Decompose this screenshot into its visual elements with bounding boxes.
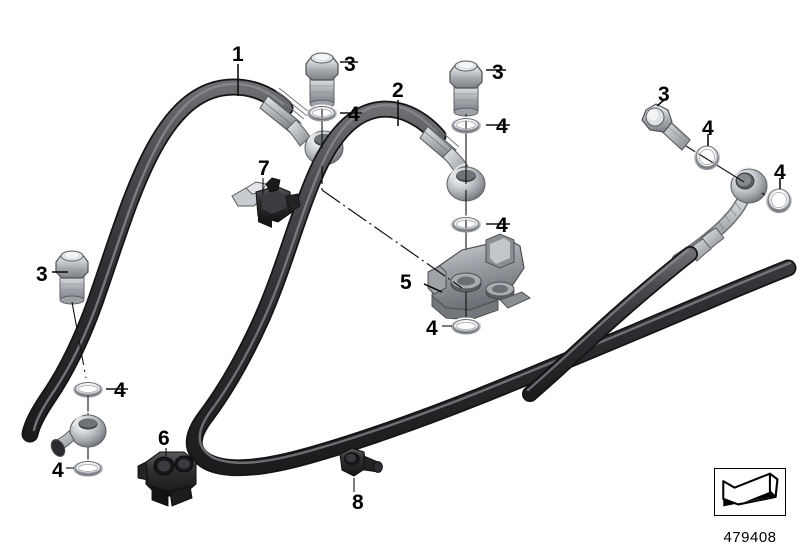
callout-label-5: 5 <box>400 271 412 294</box>
banjo-bolt-c <box>641 103 745 183</box>
callout-label-3a: 3 <box>344 53 356 76</box>
sealing-ring-b <box>451 116 481 134</box>
callout-label-3c: 3 <box>658 83 670 106</box>
callout-label-4b: 4 <box>496 115 508 138</box>
bleeder-grommet <box>339 447 383 492</box>
callout-label-6: 6 <box>158 427 170 450</box>
distributor-bracket <box>427 233 531 321</box>
brake-hose-rear <box>185 100 797 477</box>
callout-label-2: 2 <box>392 79 404 102</box>
orientation-arrow-box <box>714 468 786 516</box>
callout-label-4g: 4 <box>52 459 64 482</box>
sealing-ring-d <box>694 144 720 170</box>
callout-label-4a: 4 <box>348 103 360 126</box>
callout-label-1: 1 <box>232 43 244 66</box>
assembly-dashdot-line <box>321 166 463 289</box>
sealing-ring-e <box>761 187 792 213</box>
banjo-bolt-a <box>305 52 339 148</box>
callout-label-3d: 3 <box>36 263 48 286</box>
sealing-ring-h <box>442 317 481 335</box>
brake-hose-right <box>522 166 768 402</box>
callout-label-4d: 4 <box>702 117 714 140</box>
callout-label-4c: 4 <box>496 214 508 237</box>
hose1-ferrule <box>259 87 311 147</box>
callout-label-3b: 3 <box>492 61 504 84</box>
orientation-arrow-icon <box>722 472 779 507</box>
hose1-lower-banjo <box>50 411 107 457</box>
hose-clamp <box>137 448 197 507</box>
diagram-id-number: 479408 <box>723 529 777 546</box>
callout-label-4h: 4 <box>426 317 438 340</box>
callout-label-4f: 4 <box>114 379 126 402</box>
callout-label-7: 7 <box>258 157 270 180</box>
hose3-banjo-eye <box>730 166 768 204</box>
sealing-ring-f <box>73 380 103 462</box>
line-clip <box>231 177 301 228</box>
sealing-ring-c <box>451 215 481 233</box>
callout-label-4e: 4 <box>774 161 786 184</box>
banjo-bolt-b <box>449 60 483 292</box>
sealing-ring-a <box>307 104 337 122</box>
leader-lines <box>52 61 781 390</box>
sealing-ring-g <box>66 459 103 477</box>
callout-label-8: 8 <box>352 491 364 514</box>
